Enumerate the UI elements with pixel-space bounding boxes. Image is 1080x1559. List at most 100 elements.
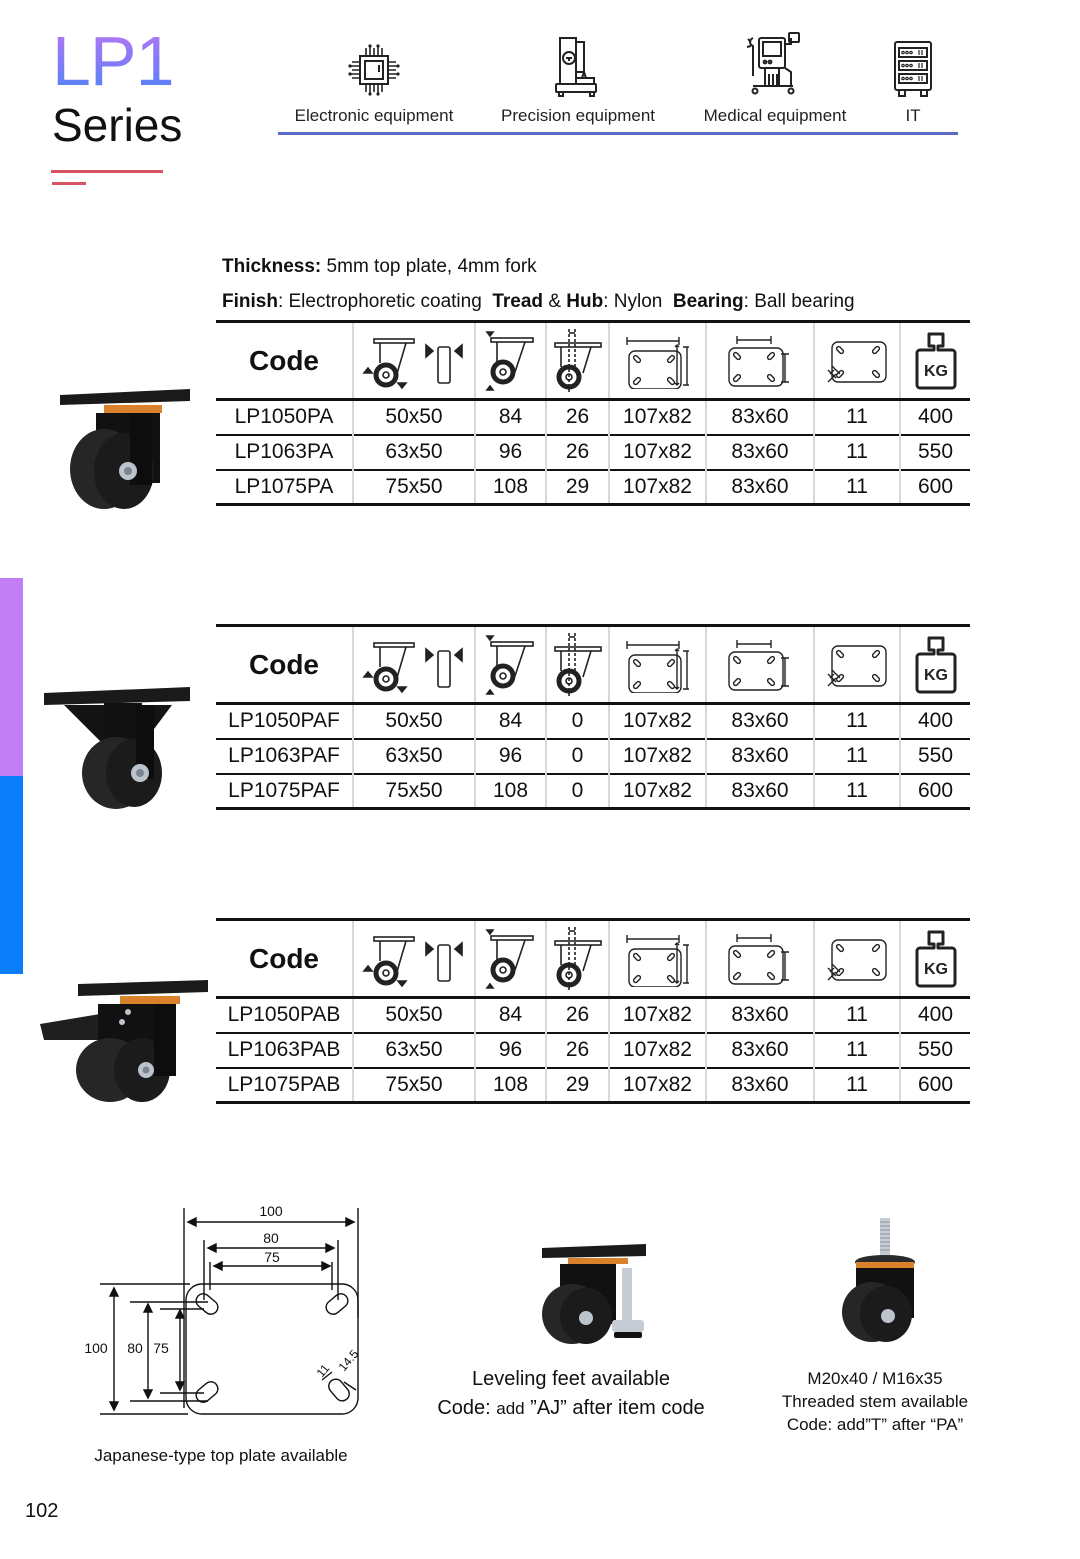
column-header-bolt-hole-diameter xyxy=(813,625,900,704)
cell-value: 550 xyxy=(899,434,970,470)
cell-code: LP1050PAB xyxy=(227,1003,341,1027)
leveling-feet-note: Leveling feet available Code: add ”AJ” a… xyxy=(416,1365,726,1423)
top-plate-size-icon xyxy=(625,336,689,389)
applications-row: Electronic equipment Precision equipment xyxy=(278,32,958,136)
overall-height-icon xyxy=(484,330,534,391)
bolt-hole-diameter-icon xyxy=(827,340,887,383)
cell-value: 600 xyxy=(899,469,970,505)
cell-value: 84 xyxy=(474,399,546,435)
svg-text:KG: KG xyxy=(924,961,948,978)
cell-value: 0 xyxy=(545,773,609,809)
cell-value: 26 xyxy=(545,434,609,470)
swivel-offset-icon xyxy=(553,926,602,991)
cell-value: 96 xyxy=(474,1032,546,1068)
cell-code: LP1050PA xyxy=(234,405,334,429)
spec-table-brake: Code xyxy=(216,918,970,1104)
column-header-top-plate-size xyxy=(608,625,706,704)
application-label: IT xyxy=(905,106,921,125)
chip-icon xyxy=(278,32,470,98)
application-precision: Precision equipment xyxy=(482,32,674,126)
cell-value: 11 xyxy=(813,399,900,435)
cell-value: 29 xyxy=(545,469,609,505)
top-plate-size-icon xyxy=(625,640,689,693)
wheel-size-icon xyxy=(362,641,463,693)
dim-outer-width: 100 xyxy=(259,1203,283,1219)
cell-value: 108 xyxy=(474,469,546,505)
cell-value: 400 xyxy=(899,703,970,739)
cell-value: 96 xyxy=(474,434,546,470)
server-rack-icon xyxy=(882,32,944,98)
cell-code: LP1063PAB xyxy=(227,1038,341,1061)
swivel-offset-icon xyxy=(553,632,602,697)
wheel-size-icon xyxy=(362,337,463,389)
spec-thickness: Thickness: 5mm top plate, 4mm fork xyxy=(222,256,537,278)
column-header-bolt-hole-spacing xyxy=(705,919,814,998)
cell-value: 63x50 xyxy=(352,1032,475,1068)
dim-mid-height: 80 xyxy=(127,1340,143,1356)
column-header-code: Code xyxy=(249,942,319,974)
load-capacity-kg-icon: KG xyxy=(915,332,956,389)
cell-value: 75x50 xyxy=(352,773,475,809)
product-photo-brake xyxy=(38,978,210,1109)
cell-value: 83x60 xyxy=(705,434,814,470)
top-plate-size-icon xyxy=(625,934,689,987)
cell-value: 11 xyxy=(813,738,900,774)
product-photo-fixed xyxy=(44,685,192,816)
application-it: IT xyxy=(882,32,944,126)
code-prefix: Code: xyxy=(437,1397,497,1419)
spec-materials: Finish: Electrophoretic coating Tread & … xyxy=(222,291,855,313)
cell-value: 83x60 xyxy=(705,1067,814,1103)
column-header-bolt-hole-spacing xyxy=(705,321,814,400)
cell-value: 11 xyxy=(813,997,900,1033)
leveling-caster-image xyxy=(542,1244,646,1344)
cell-value: 107x82 xyxy=(608,399,706,435)
column-header-load-capacity: KG xyxy=(899,625,970,704)
cell-value: 11 xyxy=(813,703,900,739)
leveling-feet-photo xyxy=(538,1240,650,1351)
threaded-caster-image xyxy=(842,1218,915,1342)
side-accent-blue xyxy=(0,776,23,974)
cell-value: 400 xyxy=(899,997,970,1033)
cell-value: 83x60 xyxy=(705,469,814,505)
spec-value: : Ball bearing xyxy=(743,291,855,312)
column-header-code: Code xyxy=(249,648,319,680)
column-header-top-plate-size xyxy=(608,321,706,400)
leveling-feet-title: Leveling feet available xyxy=(472,1368,670,1390)
cell-value: 50x50 xyxy=(352,997,475,1033)
column-header-wheel-size xyxy=(352,625,475,704)
column-header-overall-height xyxy=(474,625,546,704)
product-photo-swivel xyxy=(52,385,192,518)
threaded-stem-photo xyxy=(836,1216,926,1351)
cell-value: 0 xyxy=(545,738,609,774)
cell-value: 11 xyxy=(813,1032,900,1068)
cell-value: 550 xyxy=(899,1032,970,1068)
overall-height-icon xyxy=(484,928,534,989)
cell-value: 550 xyxy=(899,738,970,774)
column-header-load-capacity: KG xyxy=(899,321,970,400)
column-header-wheel-size xyxy=(352,919,475,998)
dim-slot-width: 11 xyxy=(314,1361,333,1380)
cell-code: LP1063PAF xyxy=(228,744,340,767)
column-header-wheel-size xyxy=(352,321,475,400)
cell-code: LP1050PAF xyxy=(228,709,340,733)
cell-value: 107x82 xyxy=(608,469,706,505)
cell-value: 83x60 xyxy=(705,1032,814,1068)
cell-value: 107x82 xyxy=(608,434,706,470)
bolt-hole-diameter-icon xyxy=(827,644,887,687)
dim-inner-height: 75 xyxy=(153,1340,169,1356)
wheel-size-icon xyxy=(362,935,463,987)
series-subtitle: Series xyxy=(52,99,183,151)
cell-code: LP1063PA xyxy=(234,440,334,463)
overall-height-icon xyxy=(484,634,534,695)
column-header-swivel-offset xyxy=(545,321,609,400)
application-label: Electronic equipment xyxy=(294,106,454,125)
fixed-caster-image xyxy=(44,687,190,809)
brake-caster-image xyxy=(40,980,208,1102)
title-underline-short xyxy=(52,182,86,185)
cell-value: 29 xyxy=(545,1067,609,1103)
bolt-hole-spacing-icon xyxy=(728,335,789,387)
spec-label: Tread xyxy=(492,291,544,312)
